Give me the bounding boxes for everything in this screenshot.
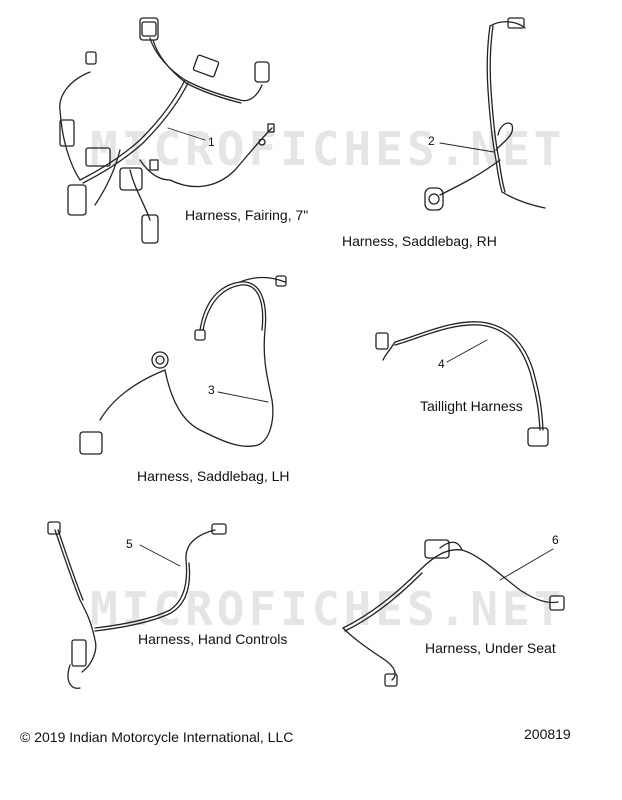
harness-taillight-drawing (376, 322, 548, 446)
watermark-top: MICROFICHES.NET (90, 122, 566, 176)
callout-number-6: 6 (552, 533, 559, 547)
part-label-taillight: Taillight Harness (420, 398, 523, 414)
part-label-fairing: Harness, Fairing, 7" (185, 207, 309, 223)
harness-saddlebag-lh-drawing (80, 276, 286, 454)
callout-number-3: 3 (208, 383, 215, 397)
harness-under-seat-drawing (343, 540, 564, 686)
diagram-id: 200819 (524, 726, 571, 742)
part-label-saddlebag-lh: Harness, Saddlebag, LH (137, 468, 290, 484)
part-label-saddlebag-rh: Harness, Saddlebag, RH (342, 233, 497, 249)
harness-fairing-drawing (60, 18, 274, 243)
watermark-bottom: MICROFICHES.NET (90, 582, 566, 636)
part-label-hand-controls: Harness, Hand Controls (138, 631, 288, 647)
copyright-notice: © 2019 Indian Motorcycle International, … (20, 729, 294, 745)
part-label-under-seat: Harness, Under Seat (425, 640, 556, 656)
callout-number-1: 1 (208, 135, 215, 149)
harness-saddlebag-rh-drawing (425, 18, 545, 210)
callout-number-2: 2 (428, 134, 435, 148)
harness-hand-controls-drawing (48, 522, 226, 688)
callout-number-5: 5 (126, 537, 133, 551)
callout-number-4: 4 (438, 357, 445, 371)
